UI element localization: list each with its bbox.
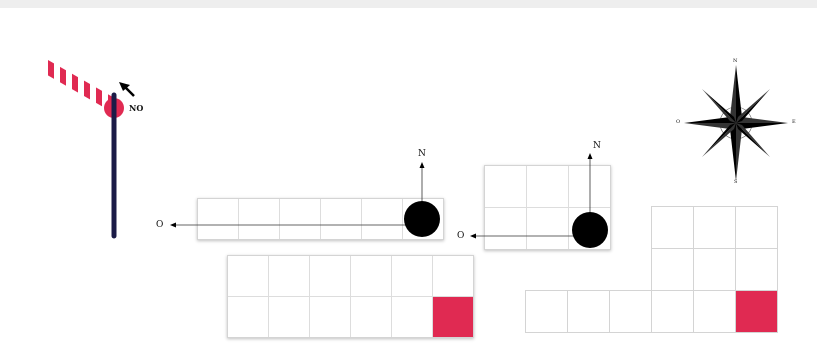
ball-left [404,201,440,237]
axis-west-label-middle: O [457,232,464,241]
axis-north-label-middle: N [593,142,601,151]
axis-left [170,162,425,228]
axis-north-label-left: N [418,150,426,159]
ball-middle [572,212,608,248]
axis-west-label-left: O [156,221,163,230]
